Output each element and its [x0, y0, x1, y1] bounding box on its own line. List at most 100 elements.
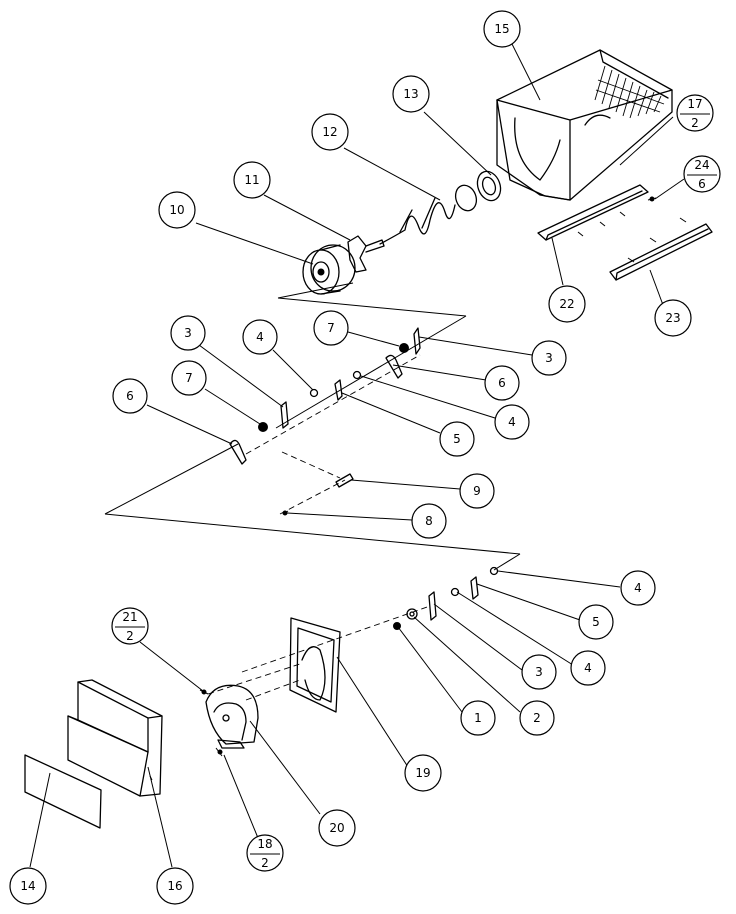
callout-6-b: 6	[484, 365, 520, 401]
callout-13: 13	[392, 75, 430, 113]
callout-7-a: 7	[313, 310, 349, 346]
svg-text:4: 4	[508, 415, 516, 429]
part-4-washer-lower-b	[450, 587, 460, 597]
svg-text:23: 23	[665, 311, 680, 325]
callout-22: 22	[548, 285, 586, 323]
part-12-auger-spring	[379, 197, 456, 245]
svg-text:5: 5	[453, 432, 461, 446]
part-10-drive-wheel	[302, 244, 356, 295]
callout-4-a: 4	[242, 319, 278, 355]
callout-10: 10	[158, 191, 196, 229]
part-3-clip-lower	[428, 591, 437, 621]
svg-text:8: 8	[425, 514, 433, 528]
part-4-washer-lower-a	[489, 566, 499, 576]
part-4-washer-upper	[309, 370, 362, 398]
svg-text:11: 11	[244, 173, 259, 187]
svg-text:24: 24	[694, 158, 709, 172]
part-13-bearing	[454, 170, 502, 212]
svg-text:15: 15	[494, 22, 509, 36]
callout-12: 12	[311, 113, 349, 151]
screw-24	[647, 196, 657, 202]
callout-11: 11	[233, 161, 271, 199]
callout-14: 14	[9, 867, 47, 905]
callout-20: 20	[318, 809, 356, 847]
part-6-bracket-mid	[229, 439, 247, 465]
callout-15: 15	[483, 10, 521, 48]
svg-text:6: 6	[126, 389, 134, 403]
svg-text:10: 10	[169, 203, 184, 217]
callout-16: 16	[156, 867, 194, 905]
svg-text:4: 4	[584, 661, 592, 675]
svg-text:19: 19	[415, 766, 430, 780]
svg-text:6: 6	[498, 376, 506, 390]
screw-21	[199, 689, 209, 695]
callout-18-2: 18 2	[246, 834, 284, 872]
svg-text:2: 2	[533, 711, 541, 725]
svg-text:16: 16	[167, 879, 182, 893]
callout-9: 9	[459, 473, 495, 509]
svg-text:4: 4	[256, 330, 264, 344]
svg-text:6: 6	[698, 177, 706, 191]
part-20-motor-housing	[205, 684, 259, 749]
callout-4-d: 4	[570, 650, 606, 686]
part-9-shaft-clip	[335, 473, 354, 488]
svg-text:20: 20	[329, 821, 344, 835]
callout-19: 19	[404, 754, 442, 792]
svg-text:9: 9	[473, 484, 481, 498]
part-23-rail	[609, 217, 713, 281]
part-15-ice-container	[496, 49, 673, 201]
svg-text:1: 1	[474, 711, 482, 725]
part-6-bracket-upper	[385, 354, 403, 379]
callout-4-c: 4	[620, 570, 656, 606]
part-5-clip-upper	[334, 379, 343, 401]
svg-text:18: 18	[257, 837, 272, 851]
svg-text:2: 2	[261, 856, 269, 870]
svg-text:12: 12	[322, 125, 337, 139]
callout-1: 1	[460, 700, 496, 736]
svg-text:7: 7	[327, 321, 335, 335]
screw-18	[215, 747, 223, 757]
callout-4-b: 4	[494, 404, 530, 440]
svg-text:13: 13	[403, 87, 418, 101]
part-22-rail	[537, 184, 649, 241]
part-7-bearing-upper	[399, 343, 409, 353]
svg-text:14: 14	[20, 879, 35, 893]
svg-text:4: 4	[634, 581, 642, 595]
callout-3-a: 3	[170, 315, 206, 351]
callout-6-a: 6	[112, 378, 148, 414]
svg-text:3: 3	[184, 326, 192, 340]
callout-24-6: 24 6	[683, 155, 721, 193]
svg-text:17: 17	[687, 97, 702, 111]
leader-lines	[29, 43, 685, 868]
part-19-gasket-plate	[289, 617, 341, 713]
callout-5-a: 5	[439, 421, 475, 457]
part-14-panel	[24, 754, 102, 829]
callout-3-b: 3	[531, 340, 567, 376]
part-3-clip-mid	[280, 401, 289, 429]
callout-17-2: 17 2	[676, 94, 714, 132]
part-5-clip-lower	[470, 576, 479, 600]
callout-2: 2	[519, 700, 555, 736]
assembly-lines-upper	[104, 282, 521, 571]
svg-text:3: 3	[545, 351, 553, 365]
svg-text:2: 2	[126, 629, 134, 643]
callout-7-b: 7	[171, 360, 207, 396]
svg-text:7: 7	[185, 371, 193, 385]
callout-3-c: 3	[521, 654, 557, 690]
part-11-auger-blade	[347, 235, 385, 273]
svg-text:21: 21	[122, 610, 137, 624]
callout-21-2: 21 2	[111, 607, 149, 645]
callout-8: 8	[411, 503, 447, 539]
part-7-bearing-mid	[258, 422, 268, 432]
svg-text:5: 5	[592, 615, 600, 629]
svg-text:2: 2	[691, 116, 699, 130]
callout-5-b: 5	[578, 604, 614, 640]
svg-text:22: 22	[559, 297, 574, 311]
part-2-washer	[406, 608, 418, 620]
part-16-cover-box	[67, 679, 163, 797]
part-3-clip-upper	[413, 327, 421, 355]
svg-text:3: 3	[535, 665, 543, 679]
callout-23: 23	[654, 299, 692, 337]
assembly-lines-lower	[207, 605, 431, 701]
